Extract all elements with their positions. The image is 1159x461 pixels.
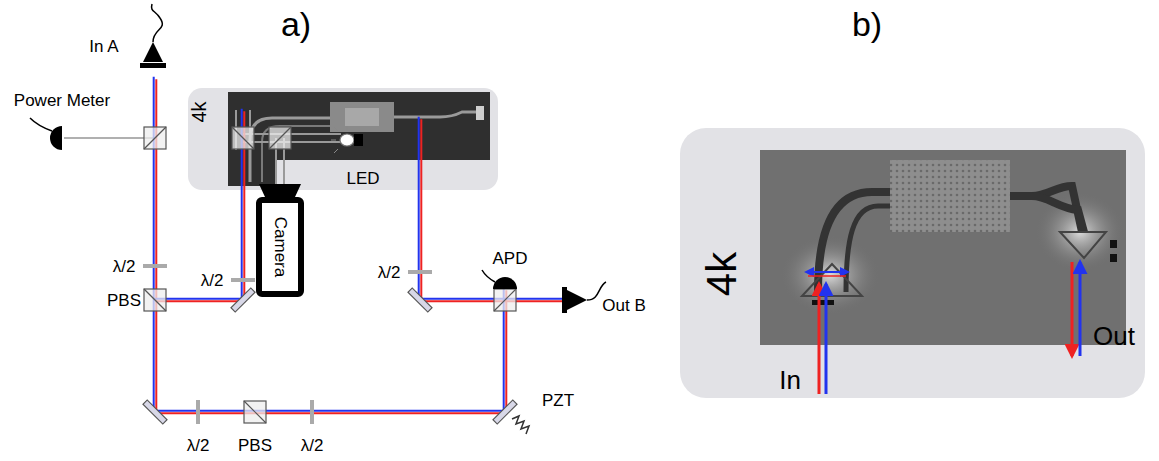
chip-image	[228, 92, 490, 186]
camera-lens	[259, 184, 301, 197]
port-label: Out B	[602, 297, 645, 314]
waveplate-label: λ/2	[113, 258, 136, 275]
led-symbol	[331, 126, 363, 153]
detector-label: Power Meter	[14, 92, 110, 109]
beam-splitter-cube	[144, 127, 516, 423]
waveplate-label: λ/2	[301, 437, 324, 454]
fiber-coupler	[140, 4, 606, 313]
beamsplitter-label: PBS	[107, 292, 141, 309]
cryostat-background	[188, 88, 1145, 398]
source-label: LED	[346, 170, 379, 187]
cryostat-panel: 4k	[680, 128, 1145, 398]
beam-arrow	[806, 262, 1080, 394]
port-label: In	[779, 367, 801, 393]
beamsplitter-label: PBS	[238, 437, 272, 454]
mirror	[143, 288, 517, 424]
panel-letter: a)	[281, 7, 311, 41]
cryostat-panel: 4k	[188, 88, 498, 190]
port-label: In A	[89, 38, 118, 55]
waveplate-label: λ/2	[378, 264, 401, 281]
port-label: Out	[1093, 323, 1135, 349]
waveplate-label: λ/2	[201, 272, 224, 289]
device-name: Camera	[272, 217, 289, 277]
laser-beam	[154, 77, 567, 414]
piezo-label: PZT	[542, 392, 574, 409]
temperature-label: 4k	[701, 252, 743, 296]
temperature-label: 4k	[189, 101, 209, 122]
panel-letter: b)	[852, 7, 882, 41]
detector-label: APD	[493, 250, 528, 267]
piezo-spring	[512, 416, 529, 434]
waveplate-label: λ/2	[187, 437, 210, 454]
camera-body: Camera	[256, 197, 304, 297]
